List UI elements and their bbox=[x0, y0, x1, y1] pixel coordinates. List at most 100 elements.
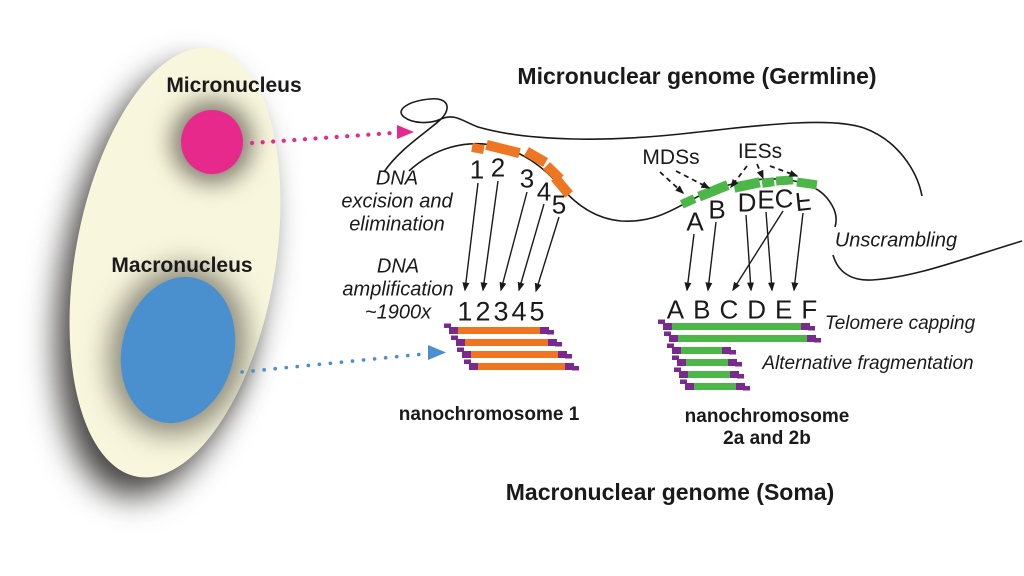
mds-green-segment-b bbox=[697, 180, 730, 202]
mac-order-2: 2 bbox=[475, 296, 491, 327]
telomere-cap bbox=[540, 327, 554, 335]
arrow-e bbox=[765, 211, 775, 292]
nanochromosome2-stack bbox=[658, 319, 821, 391]
germline-strand-loop-top bbox=[383, 98, 923, 197]
mac-locus1-order-row: 1 2 3 4 5 bbox=[457, 297, 544, 328]
telomere-cap bbox=[565, 363, 579, 371]
macronucleus-dotted-line bbox=[240, 352, 426, 374]
mds-green-segment-e bbox=[761, 177, 775, 188]
mac-order-5: 5 bbox=[529, 296, 545, 327]
mds-arrow-to-a bbox=[659, 171, 685, 195]
telomere-cap bbox=[548, 339, 562, 347]
locus2-mapping-arrows bbox=[684, 210, 804, 292]
arrow-3 bbox=[499, 191, 528, 292]
micronuclear-genome-title: Micronuclear genome (Germline) bbox=[517, 62, 877, 89]
mds-green-segment-d bbox=[733, 177, 761, 193]
nanochromosome-bar bbox=[470, 351, 559, 358]
mac-order-a: A bbox=[666, 294, 685, 325]
arrow-b bbox=[705, 221, 717, 292]
nanochromosome-bar bbox=[457, 327, 541, 334]
arrow-2 bbox=[480, 180, 499, 292]
unscrambling-label: Unscrambling bbox=[834, 229, 958, 252]
macronucleus-label: Macronucleus bbox=[111, 253, 253, 277]
ies-pointer-arrows bbox=[730, 163, 799, 189]
mac-order-3: 3 bbox=[493, 296, 509, 327]
nanochromosome-bar bbox=[477, 363, 566, 370]
telomere-cap bbox=[451, 335, 465, 346]
mic-segment-label-e: E bbox=[757, 184, 775, 215]
mds-green-segment-a bbox=[679, 194, 697, 209]
mic-segment-label-5: 5 bbox=[551, 189, 567, 220]
mds-orange-segment-5 bbox=[551, 174, 573, 198]
mic-segment-label-f-inverted: F bbox=[793, 185, 813, 218]
nanochromosome-bar-short bbox=[687, 371, 731, 378]
alternative-fragmentation-label: Alternative fragmentation bbox=[762, 353, 974, 375]
mic-segment-label-1: 1 bbox=[469, 154, 485, 185]
telomere-cap bbox=[807, 335, 821, 343]
arrow-a bbox=[684, 233, 695, 292]
mds-orange-segment-1 bbox=[471, 143, 485, 154]
mac-order-c: C bbox=[719, 294, 739, 325]
arrow-c-crossing bbox=[732, 210, 784, 292]
mic-segment-label-c: C bbox=[774, 183, 794, 214]
nanochromosome1-stack bbox=[444, 323, 579, 371]
telomere-cap bbox=[464, 359, 478, 370]
mic-segment-label-d: D bbox=[737, 187, 757, 218]
mds-arrow-to-b bbox=[675, 170, 711, 189]
ies-arrow-1 bbox=[730, 165, 748, 189]
germline-strand-lower-right bbox=[832, 240, 1023, 281]
mac-order-4: 4 bbox=[511, 296, 527, 327]
arrow-4 bbox=[517, 203, 545, 292]
ies-label: IESs bbox=[737, 139, 783, 163]
mic-segment-label-a: A bbox=[686, 206, 704, 237]
telomere-cap bbox=[664, 331, 678, 342]
mds-orange-segment-3 bbox=[523, 147, 549, 167]
nanochromosome1-name: nanochromosome 1 bbox=[398, 404, 580, 426]
mds-green-segment-c bbox=[775, 175, 794, 186]
telomere-cap bbox=[736, 383, 750, 391]
nanochromosome-bar-short bbox=[685, 359, 729, 366]
micronucleus-label: Micronucleus bbox=[166, 73, 302, 97]
telomere-cap bbox=[728, 359, 742, 367]
arrow-1 bbox=[462, 182, 479, 292]
mic-segment-label-3: 3 bbox=[519, 163, 535, 194]
nanochromosome-bar-short bbox=[693, 383, 737, 390]
telomere-cap bbox=[457, 347, 471, 358]
telomere-capping-label: Telomere capping bbox=[824, 313, 976, 335]
macronucleus-arrowhead bbox=[428, 345, 446, 360]
mic-segment-label-b: B bbox=[708, 194, 726, 225]
micronucleus-dotted-line bbox=[249, 130, 395, 146]
mac-order-1: 1 bbox=[457, 296, 473, 327]
mac-order-e: E bbox=[775, 294, 793, 325]
macronuclear-genome-title: Macronuclear genome (Soma) bbox=[505, 478, 835, 505]
mac-locus2-order-row: A B C D E F bbox=[667, 295, 817, 326]
telomere-cap bbox=[558, 351, 572, 359]
mic-segment-label-4: 4 bbox=[536, 176, 552, 207]
dna-amplification-label: DNA amplification ~1900x bbox=[342, 255, 454, 324]
mds-orange-segment-2 bbox=[485, 140, 521, 158]
telomere-cap bbox=[674, 367, 688, 378]
mic-segment-label-2: 2 bbox=[490, 152, 506, 183]
ies-arrow-3 bbox=[769, 165, 799, 177]
telomere-cap bbox=[444, 323, 458, 334]
micronucleus-arrowhead bbox=[397, 125, 414, 139]
micronucleus-ellipse bbox=[181, 110, 243, 174]
telomere-cap bbox=[722, 347, 736, 355]
nanochromosome-bar-long bbox=[677, 335, 808, 342]
mds-green-segment-f bbox=[796, 177, 818, 190]
locus1-mapping-arrows bbox=[462, 180, 560, 293]
mds-label: MDSs bbox=[642, 145, 700, 169]
mac-order-f: F bbox=[801, 294, 818, 325]
telomere-cap bbox=[667, 343, 681, 354]
telomere-cap bbox=[672, 355, 686, 366]
mac-order-d: D bbox=[747, 294, 767, 325]
nanochromosome-bar bbox=[464, 339, 549, 346]
nanochromosome2-name: nanochromosome 2a and 2b bbox=[684, 406, 850, 449]
arrow-5 bbox=[534, 216, 560, 293]
nanochromosome-bar-long bbox=[671, 323, 802, 330]
nanochromosome-bar-short bbox=[680, 347, 723, 354]
dna-excision-label: DNA excision and elimination bbox=[341, 167, 453, 236]
telomere-cap bbox=[730, 371, 744, 379]
